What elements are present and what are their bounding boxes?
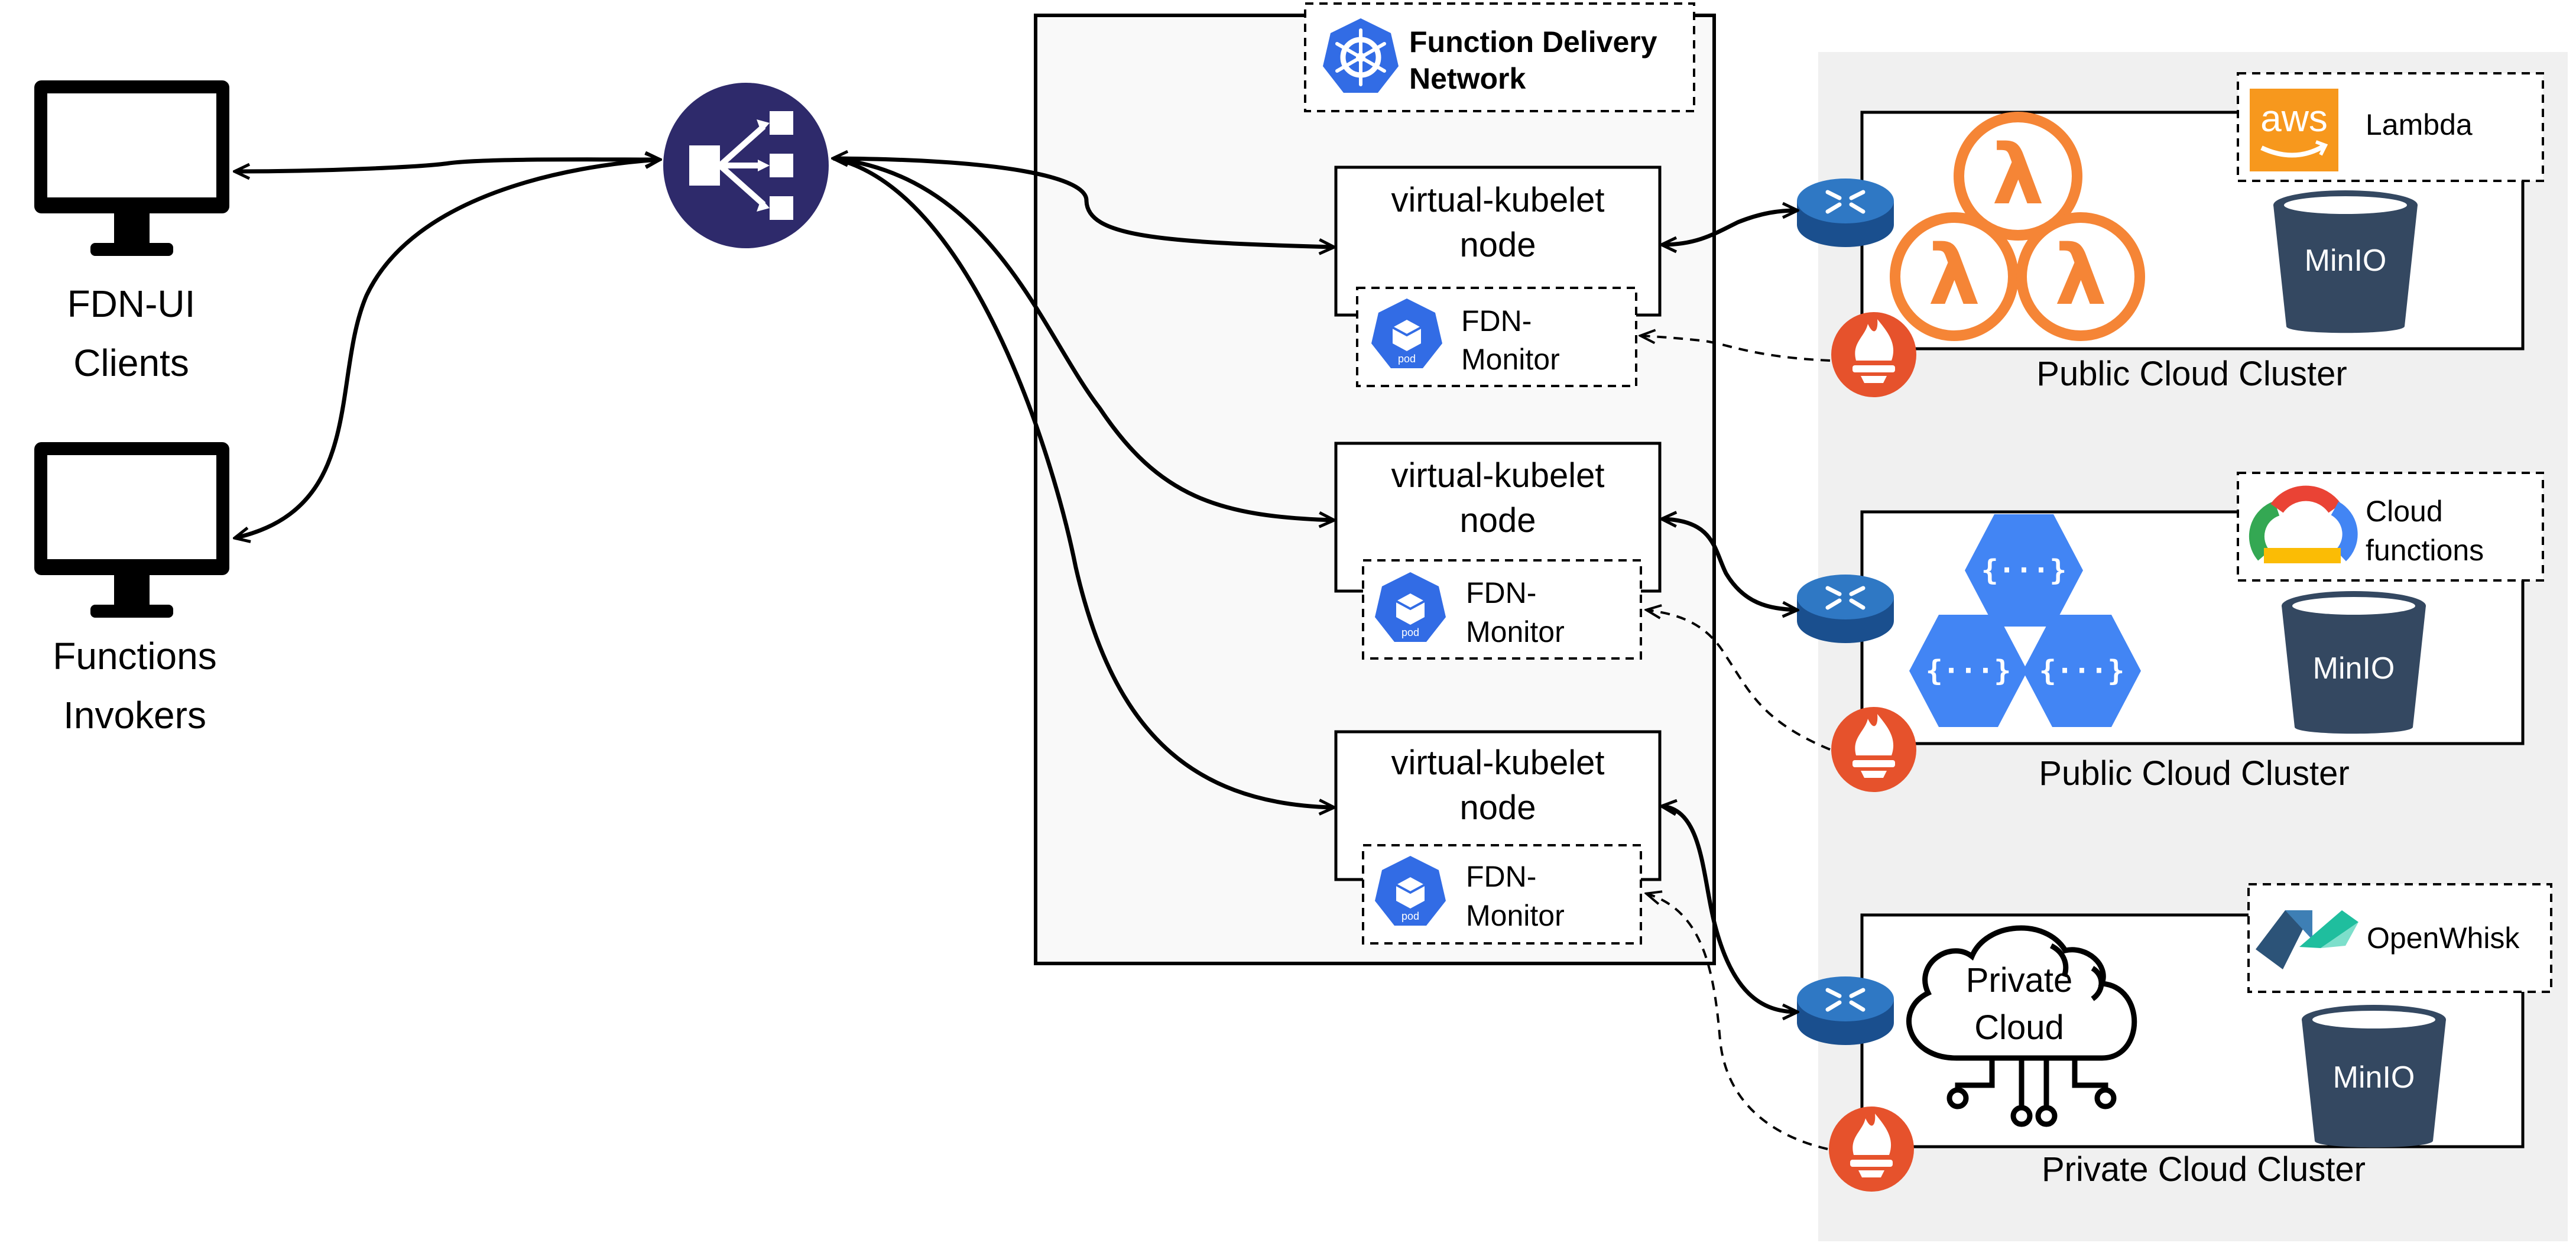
- cluster-3-provider-name: OpenWhisk: [2367, 921, 2520, 955]
- edge-monitor3-to-prom3: [1647, 894, 1828, 1150]
- fdn-ui-clients-line1: FDN-UI: [67, 283, 196, 325]
- functions-invokers-line1: Functions: [53, 635, 216, 677]
- edge-invokers-to-lb: [235, 160, 660, 538]
- fdn-title-line1: Function Delivery: [1409, 25, 1657, 59]
- kubernetes-icon: [1323, 18, 1399, 93]
- private-cloud-line1: Private: [1966, 961, 2073, 1000]
- edge-node3-to-router3: [1662, 806, 1797, 1012]
- load-balancer-icon: [663, 83, 829, 248]
- cluster-2-provider-line1: Cloud: [2366, 495, 2443, 528]
- vk-node-3-line2: node: [1459, 789, 1536, 827]
- edge-lb-to-node1: [833, 158, 1334, 247]
- router-icon: [1797, 976, 1894, 1045]
- cluster-3-label: Private Cloud Cluster: [2042, 1150, 2366, 1189]
- openwhisk-icon: [2256, 910, 2358, 969]
- edge-node1-to-router1: [1662, 210, 1797, 245]
- fdn-monitor-3-line1: FDN-: [1466, 860, 1536, 893]
- fdn-ui-clients-line2: Clients: [73, 342, 189, 384]
- monitor-icon: [34, 80, 229, 256]
- router-icon: [1797, 575, 1894, 643]
- edge-lb-to-node3: [833, 156, 1334, 807]
- cluster-3-storage: MinIO: [2333, 1060, 2415, 1095]
- fdn-monitor-1-line2: Monitor: [1461, 343, 1560, 376]
- monitoring-links: [1641, 336, 1831, 1150]
- cluster-2-provider-line2: functions: [2366, 534, 2484, 567]
- cluster-3-provider-box: [2247, 883, 2552, 993]
- prometheus-icon: [1831, 707, 1916, 792]
- monitor-icon: [34, 442, 229, 618]
- cluster-1-storage: MinIO: [2305, 244, 2387, 278]
- cluster-2-label: Public Cloud Cluster: [2039, 754, 2349, 793]
- edge-node2-to-router2: [1662, 519, 1797, 610]
- prometheus-icon: [1829, 1107, 1914, 1192]
- private-cloud-icon: [1906, 925, 2137, 1127]
- vk-node-3-line1: virtual-kubelet: [1391, 744, 1604, 782]
- fdn-monitor-2-line1: FDN-: [1466, 576, 1536, 609]
- fdn-monitor-3-line2: Monitor: [1466, 899, 1565, 932]
- edge-lb-to-node2: [833, 156, 1334, 520]
- vk-node-1-line2: node: [1459, 226, 1536, 264]
- fdn-monitor-1-line1: FDN-: [1461, 304, 1532, 338]
- edge-monitor2-to-prom2: [1647, 610, 1831, 751]
- fdn-title-line2: Network: [1409, 62, 1526, 95]
- router-icon: [1797, 179, 1894, 247]
- vk-node-2-line2: node: [1459, 501, 1536, 540]
- fdn-monitor-2-line2: Monitor: [1466, 615, 1565, 648]
- aws-logo-text: aws: [2260, 97, 2328, 139]
- google-cloud-icon: [2249, 485, 2358, 563]
- vk-node-2-line1: virtual-kubelet: [1391, 456, 1604, 495]
- cluster-1-provider-name: Lambda: [2366, 108, 2473, 141]
- connections: [235, 158, 1797, 1012]
- cluster-2-storage: MinIO: [2313, 651, 2395, 686]
- functions-invokers-line2: Invokers: [63, 694, 206, 736]
- vk-node-1-line1: virtual-kubelet: [1391, 181, 1604, 219]
- cluster-1-label: Public Cloud Cluster: [2036, 355, 2347, 393]
- private-cloud-line2: Cloud: [1974, 1008, 2064, 1047]
- edge-monitor1-to-prom1: [1641, 336, 1831, 362]
- aws-logo: aws: [2250, 89, 2338, 171]
- prometheus-icon: [1831, 312, 1916, 397]
